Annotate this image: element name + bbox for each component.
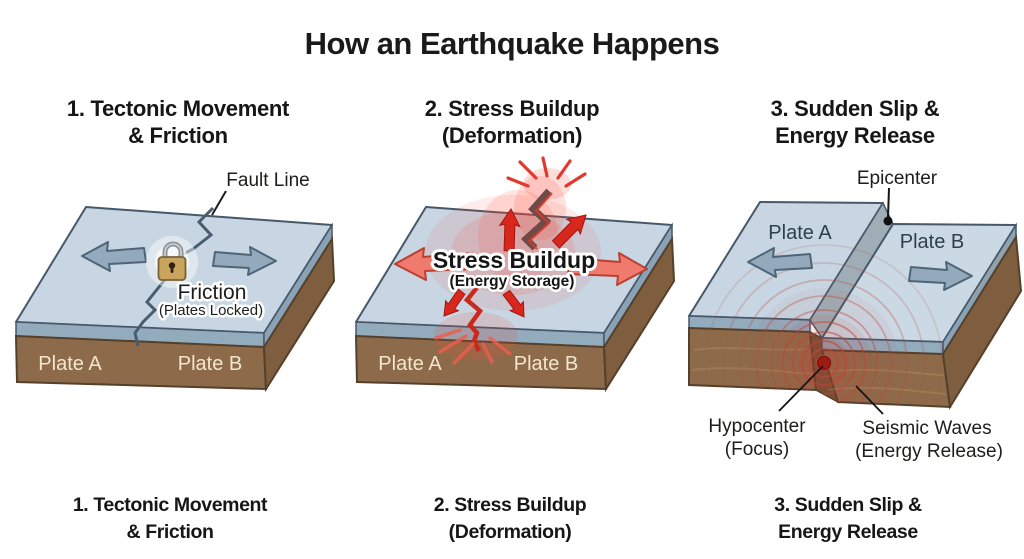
stress-left-arrow-icon — [394, 247, 476, 281]
panel3-diagram: Epicenter Plate A Plate B Hypocenter (Fo… — [688, 168, 1023, 462]
hypocenter-dot-icon — [817, 356, 831, 370]
panel2-heading-line2: (Deformation) — [441, 123, 583, 148]
plate-a-motion-arrow-icon — [747, 247, 813, 278]
panel3-caption-line2: Energy Release — [778, 521, 918, 543]
panel2-caption: 2. Stress Buildup (Deformation) — [360, 492, 660, 546]
page-title: How an Earthquake Happens — [304, 26, 720, 61]
plate-b-mantle-side — [941, 233, 1023, 410]
stress-right-arrow-icon — [567, 252, 648, 286]
panel2-caption-line2: (Deformation) — [448, 521, 572, 543]
down-left-arrow-icon — [443, 288, 466, 317]
plate-a-label: Plate A — [768, 222, 832, 244]
plate-a-label: Plate A — [378, 353, 442, 375]
hypocenter-label: Hypocenter — [708, 416, 806, 437]
mantle-side-face — [602, 235, 676, 393]
panel1-caption-line2: & Friction — [126, 521, 214, 543]
fault-crack-icon-front — [463, 283, 484, 353]
seismic-waves-sublabel: (Energy Release) — [855, 441, 1003, 462]
panel1-heading-line1: 1. Tectonic Movement — [66, 96, 290, 121]
fault-line-label: Fault Line — [226, 170, 309, 191]
friction-sublabel: (Plates Locked) — [159, 302, 263, 319]
panel1-heading: 1. Tectonic Movement & Friction — [28, 95, 328, 149]
up-right-arrow-icon — [551, 214, 587, 249]
panel3-heading-line1: 3. Sudden Slip & — [770, 96, 940, 121]
panel3-heading: 3. Sudden Slip & Energy Release — [705, 95, 1005, 149]
plate-a-motion-arrow-icon — [81, 241, 147, 272]
up-arrow-icon — [498, 208, 521, 252]
hypocenter-sublabel: (Focus) — [725, 439, 789, 460]
plate-b-label: Plate B — [178, 353, 242, 375]
panel2-heading-line1: 2. Stress Buildup — [424, 96, 600, 121]
fault-line-pointer — [211, 190, 227, 216]
panel3-heading-line2: Energy Release — [775, 123, 935, 148]
stress-buildup-sublabel: (Energy Storage) — [450, 273, 575, 290]
plate-b-label: Plate B — [900, 231, 964, 253]
panel3-caption-line1: 3. Sudden Slip & — [774, 494, 922, 516]
panel2-diagram: Stress Buildup (Energy Storage) Plate A … — [354, 156, 676, 393]
mantle-side-face — [262, 235, 336, 393]
panel2-heading: 2. Stress Buildup (Deformation) — [362, 95, 662, 149]
down-right-arrow-icon — [502, 289, 525, 318]
epicenter-label: Epicenter — [857, 168, 938, 189]
fault-crack-icon-top — [520, 188, 553, 251]
plate-b-motion-arrow-icon — [212, 246, 277, 276]
panel3-caption: 3. Sudden Slip & Energy Release — [698, 492, 998, 546]
plate-a-label: Plate A — [38, 353, 102, 375]
epicenter-dot-icon — [883, 216, 893, 226]
seismic-waves-pointer — [855, 385, 884, 415]
friction-label: Friction — [178, 281, 247, 304]
stress-buildup-label: Stress Buildup — [433, 247, 595, 273]
panel1-heading-line2: & Friction — [128, 123, 228, 148]
panel2-block — [354, 206, 676, 393]
seismic-waves-label: Seismic Waves — [862, 418, 991, 439]
stress-arrow-icons-small — [443, 208, 587, 318]
energy-burst-icon-top — [506, 156, 587, 188]
hypocenter-pointer — [778, 365, 824, 412]
panel1-caption: 1. Tectonic Movement & Friction — [20, 492, 320, 546]
epicenter-pointer — [887, 187, 890, 219]
panel1-caption-line1: 1. Tectonic Movement — [72, 494, 268, 516]
plate-b-motion-arrow-icon — [908, 261, 973, 291]
panel1-diagram: Fault Line Friction (Plates Locked) Plat… — [14, 170, 336, 393]
energy-burst-icon-bottom — [434, 328, 512, 365]
panel2-caption-line1: 2. Stress Buildup — [433, 494, 587, 516]
lock-icon — [146, 236, 198, 288]
plate-b-label: Plate B — [514, 353, 578, 375]
